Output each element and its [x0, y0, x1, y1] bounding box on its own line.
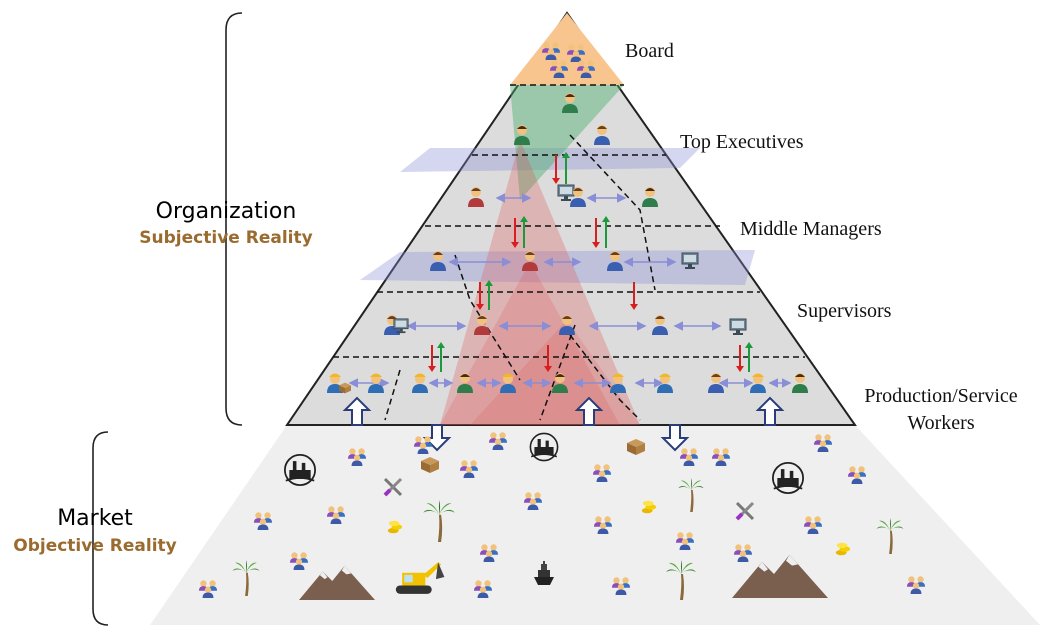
- market-bracket: [92, 431, 109, 626]
- market-title: Market: [57, 506, 133, 531]
- organization-title: Organization: [156, 199, 297, 224]
- level-label-production-workers-line1: Production/Service: [864, 385, 1017, 407]
- level-separators: [333, 84, 805, 421]
- level-label-production-workers-line2: Workers: [907, 412, 974, 434]
- board-level: [510, 13, 624, 85]
- level-label-supervisors: Supervisors: [797, 300, 892, 322]
- interface-arrows: [342, 396, 785, 452]
- horizontal-arrows: [348, 193, 792, 388]
- level-label-board: Board: [625, 40, 674, 62]
- market-subtitle: Objective Reality: [13, 536, 177, 556]
- level-label-top-executives: Top Executives: [680, 131, 804, 153]
- level-label-middle-managers: Middle Managers: [740, 218, 882, 240]
- vertical-arrows: [428, 152, 753, 372]
- green-influence-zone: [510, 85, 624, 200]
- organization-subtitle: Subjective Reality: [139, 228, 312, 248]
- organization-bracket: [225, 12, 243, 426]
